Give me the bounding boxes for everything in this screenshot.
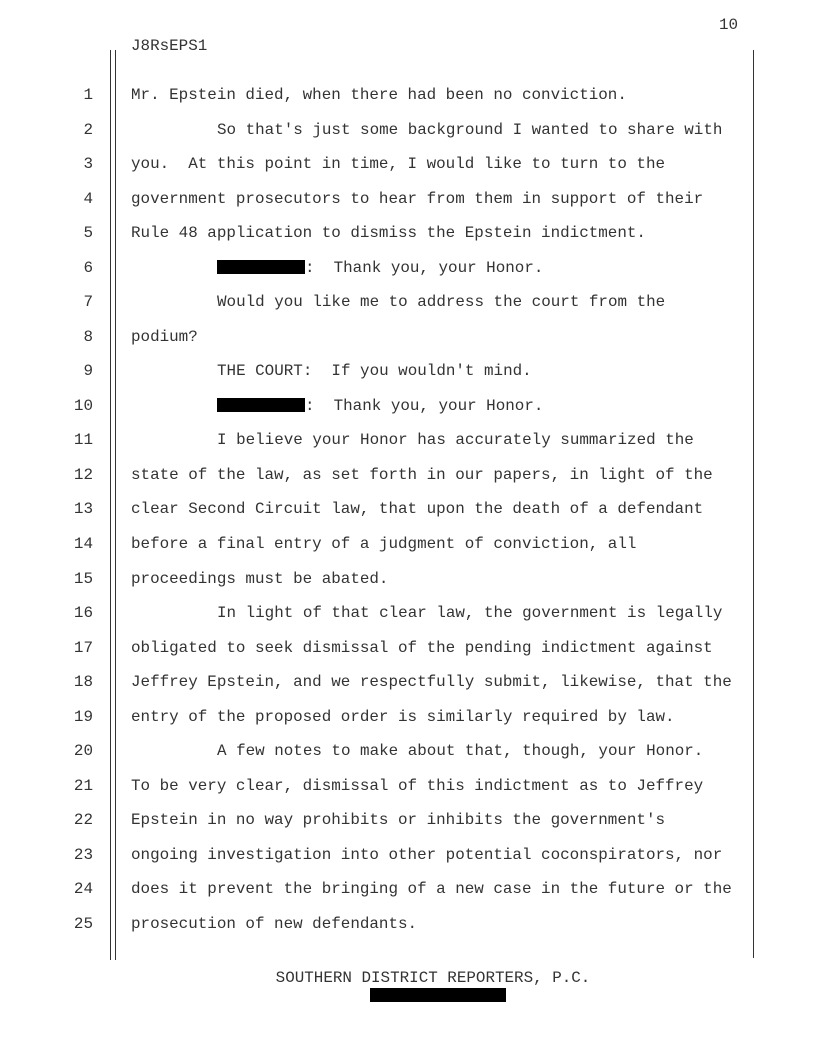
transcript-line: you. At this point in time, I would like… [131,155,665,173]
line-text: Would you like me to address the court f… [217,293,666,312]
line-text: proceedings must be abated. [131,569,389,588]
line-text: before a final entry of a judgment of co… [131,535,637,554]
transcript-line: Epstein in no way prohibits or inhibits … [131,811,665,829]
line-number: 8 [83,327,93,346]
transcript-line: clear Second Circuit law, that upon the … [131,500,703,518]
line-number: 7 [83,293,93,312]
transcript-line: : Thank you, your Honor. [217,397,543,415]
line-text: To be very clear, dismissal of this indi… [131,776,704,795]
line-number: 11 [73,431,93,450]
line-text: obligated to seek dismissal of the pendi… [131,638,713,657]
transcript-line: I believe your Honor has accurately summ… [217,431,694,449]
line-number: 3 [83,155,93,174]
line-number: 15 [73,569,93,588]
line-number: 23 [73,845,93,864]
line-text: Mr. Epstein died, when there had been no… [131,86,627,104]
header-code: J8RsEPS1 [131,37,208,55]
transcript-line: : Thank you, your Honor. [217,259,543,277]
line-number: 4 [83,189,93,208]
line-number: 10 [73,396,93,415]
speaker-redaction [217,259,305,274]
transcript-line: To be very clear, dismissal of this indi… [131,777,703,795]
transcript-line: Would you like me to address the court f… [217,293,665,311]
transcript-line: does it prevent the bringing of a new ca… [131,880,732,898]
line-text: : Thank you, your Honor. [305,396,544,415]
transcript-line: government prosecutors to hear from them… [131,190,703,208]
line-text: state of the law, as set forth in our pa… [131,465,713,484]
line-text: ongoing investigation into other potenti… [131,845,723,864]
transcript-line: prosecution of new defendants. [131,915,417,933]
line-number: 12 [73,465,93,484]
transcript-line: Jeffrey Epstein, and we respectfully sub… [131,673,732,691]
transcript-line: Mr. Epstein died, when there had been no… [131,86,627,104]
transcript-line: obligated to seek dismissal of the pendi… [131,639,713,657]
transcript-line: Rule 48 application to dismiss the Epste… [131,224,646,242]
transcript-line: In light of that clear law, the governme… [217,604,722,622]
line-text: A few notes to make about that, though, … [217,742,704,761]
line-number: 14 [73,535,93,554]
line-text: So that's just some background I wanted … [217,120,723,139]
line-text: you. At this point in time, I would like… [131,155,666,174]
line-text: does it prevent the bringing of a new ca… [131,880,732,899]
line-text: Rule 48 application to dismiss the Epste… [131,224,646,243]
footer-redaction [370,988,506,1002]
line-number: 13 [73,500,93,519]
right-margin-line [753,50,754,958]
transcript-line: ongoing investigation into other potenti… [131,846,722,864]
transcript-line: before a final entry of a judgment of co… [131,535,636,553]
line-text: I believe your Honor has accurately summ… [217,431,694,450]
line-number: 9 [83,362,93,381]
page-number: 10 [719,16,739,34]
line-text: : Thank you, your Honor. [305,258,544,277]
line-number: 6 [83,258,93,277]
footer-reporter: SOUTHERN DISTRICT REPORTERS, P.C. [275,969,591,987]
line-number: 2 [83,120,93,139]
line-text: government prosecutors to hear from them… [131,189,704,208]
line-number: 24 [73,880,93,899]
line-number: 18 [73,673,93,692]
line-number: 1 [83,86,93,104]
line-number: 25 [73,914,93,933]
transcript-line: podium? [131,328,198,346]
left-margin-line-inner [115,50,116,960]
line-text: Jeffrey Epstein, and we respectfully sub… [131,673,732,692]
line-text: Epstein in no way prohibits or inhibits … [131,811,666,830]
line-text: In light of that clear law, the governme… [217,604,723,623]
speaker-redaction [217,397,305,412]
transcript-line: THE COURT: If you wouldn't mind. [217,362,532,380]
transcript-line: So that's just some background I wanted … [217,121,722,139]
line-text: entry of the proposed order is similarly… [131,707,675,726]
line-number: 5 [83,224,93,243]
transcript-line: state of the law, as set forth in our pa… [131,466,713,484]
line-text: THE COURT: If you wouldn't mind. [217,362,532,381]
line-text: podium? [131,327,198,346]
line-number: 17 [73,638,93,657]
line-number: 21 [73,776,93,795]
line-number: 20 [73,742,93,761]
line-number: 19 [73,707,93,726]
line-text: prosecution of new defendants. [131,914,418,933]
left-margin-line [110,50,111,960]
transcript-line: proceedings must be abated. [131,570,388,588]
line-number: 16 [73,604,93,623]
transcript-line: A few notes to make about that, though, … [217,742,703,760]
transcript-line: entry of the proposed order is similarly… [131,708,675,726]
line-text: clear Second Circuit law, that upon the … [131,500,704,519]
line-number: 22 [73,811,93,830]
